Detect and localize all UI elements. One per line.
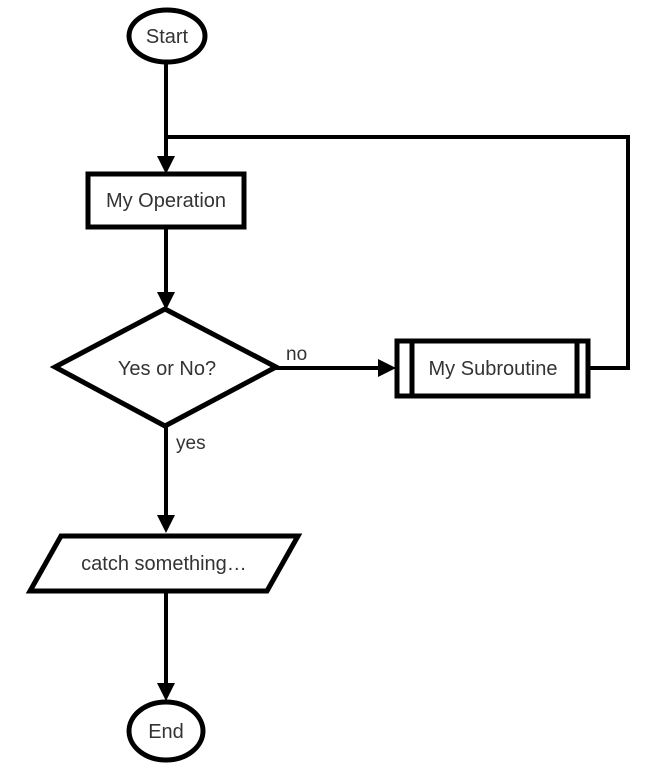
edge-catch-to-end xyxy=(157,591,175,701)
node-subroutine-label: My Subroutine xyxy=(429,358,558,380)
arrowhead xyxy=(157,156,175,174)
edge-start-to-operation xyxy=(157,62,175,174)
arrowhead xyxy=(378,359,396,377)
node-decision[interactable]: Yes or No? xyxy=(49,306,282,429)
terminator-shape[interactable] xyxy=(126,699,206,763)
node-start[interactable]: Start xyxy=(126,7,208,65)
node-operation-label: My Operation xyxy=(106,190,226,212)
arrowhead xyxy=(157,683,175,701)
node-operation[interactable]: My Operation xyxy=(85,171,247,230)
node-decision-label: Yes or No? xyxy=(118,358,216,380)
edge-decision-to-subroutine: no xyxy=(276,344,396,377)
arrowhead xyxy=(157,515,175,533)
edge-label-yes: yes xyxy=(176,433,206,454)
node-end-label: End xyxy=(148,721,184,743)
arrowhead xyxy=(157,292,175,310)
edge-decision-to-catch: yes xyxy=(157,426,206,533)
parallelogram-shape[interactable] xyxy=(25,533,303,594)
node-subroutine[interactable]: My Subroutine xyxy=(394,338,591,399)
terminator-shape[interactable] xyxy=(126,7,208,65)
process-shape[interactable] xyxy=(85,171,247,230)
decision-shape[interactable] xyxy=(49,306,282,429)
node-catch-label: catch something… xyxy=(81,553,247,575)
node-catch[interactable]: catch something… xyxy=(25,533,303,594)
edge-operation-to-decision xyxy=(157,227,175,310)
node-end[interactable]: End xyxy=(126,699,206,763)
edge-label-no: no xyxy=(286,344,307,365)
edge-subroutine-return xyxy=(166,135,630,370)
node-start-label: Start xyxy=(146,26,189,48)
predefined-process-shape[interactable] xyxy=(394,338,591,399)
edge-line xyxy=(166,135,630,370)
